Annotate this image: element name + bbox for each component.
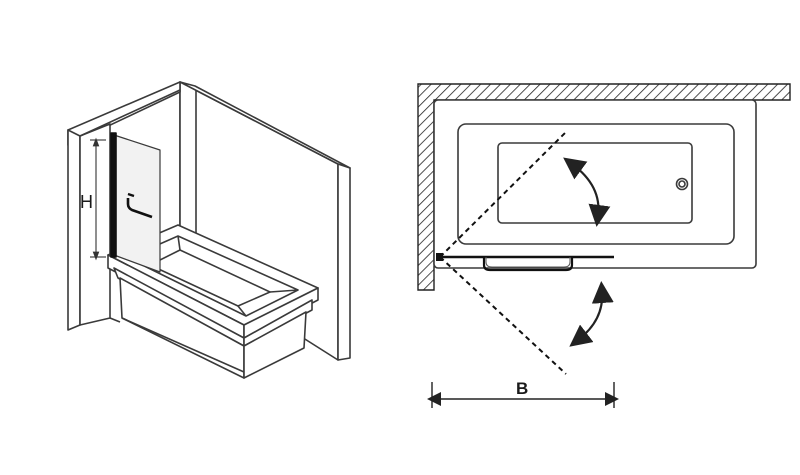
rotate-arrow-outward-icon <box>569 281 614 347</box>
screen-plan <box>436 253 614 272</box>
height-label: H <box>80 192 93 212</box>
isometric-view <box>67 81 351 379</box>
height-dimension <box>90 137 106 261</box>
bathtub-plan <box>433 99 757 269</box>
plan-view <box>417 83 791 408</box>
hatched-wall <box>417 83 791 291</box>
towel-rail-plan-icon <box>482 257 574 272</box>
rotate-arrow-inward-icon <box>563 157 611 227</box>
glass-screen <box>110 132 161 273</box>
swing-lines <box>439 131 567 375</box>
bathtub <box>107 224 319 379</box>
towel-rail-icon <box>126 198 153 219</box>
width-dimension <box>427 382 619 408</box>
width-label: B <box>516 379 528 398</box>
